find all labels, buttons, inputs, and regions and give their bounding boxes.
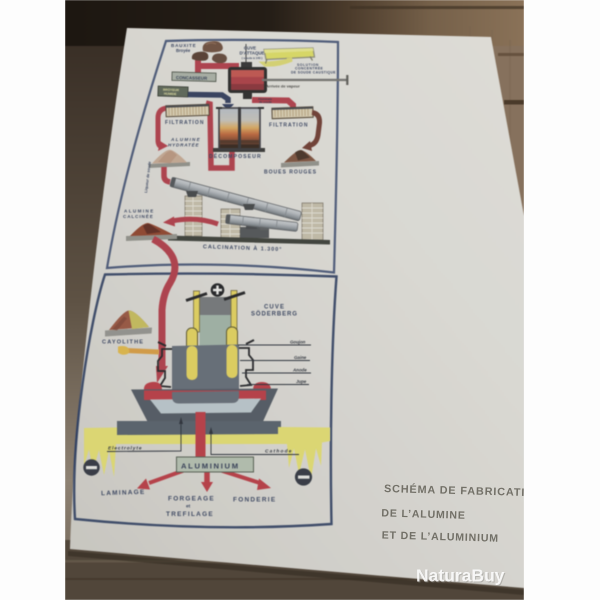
svg-text:NaturaBuy: NaturaBuy xyxy=(416,566,505,586)
svg-text:NaturaBuy: NaturaBuy xyxy=(417,567,506,587)
